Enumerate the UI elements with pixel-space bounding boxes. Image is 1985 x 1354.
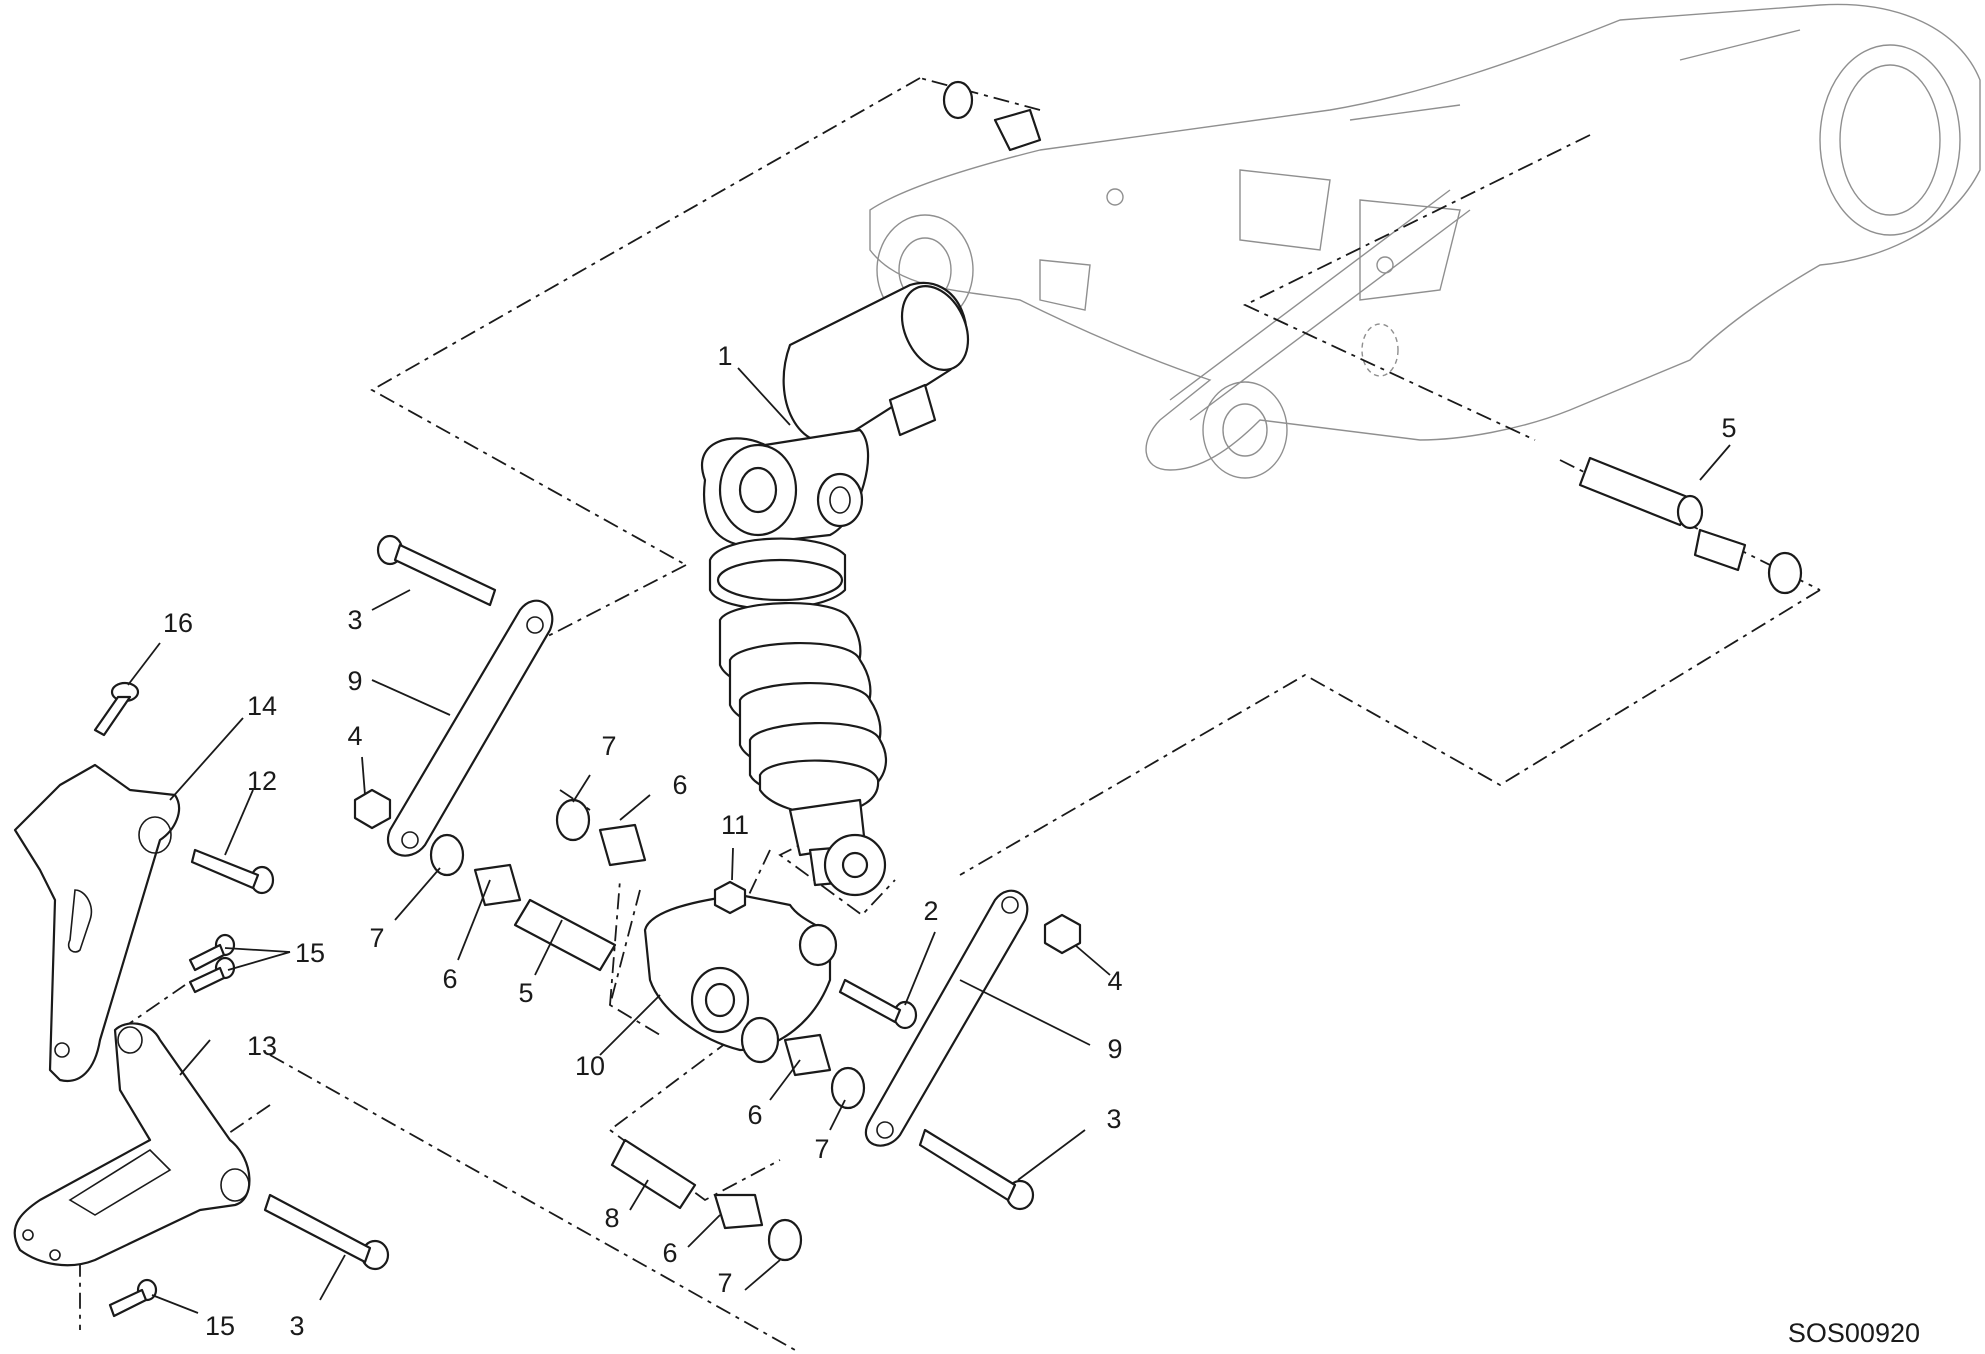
callout-14: 14: [247, 691, 277, 721]
nuts: [353, 788, 1082, 955]
bushings-and-seals: [429, 80, 1803, 1262]
bracket-13: [13, 1022, 251, 1267]
diagram-code: SOS00920: [1788, 1318, 1920, 1348]
callout-11: 11: [721, 810, 749, 840]
callout-9: 9: [347, 666, 362, 696]
callout-13: 13: [247, 1031, 277, 1061]
callout-7: 7: [601, 731, 616, 761]
tie-rods: [387, 599, 1029, 1147]
callout-16: 16: [163, 608, 193, 638]
callout-4: 4: [347, 721, 362, 751]
callout-15: 15: [205, 1311, 235, 1341]
callout-6: 6: [662, 1238, 677, 1268]
bolt-16: [93, 681, 140, 737]
bolt-15-c: [108, 1278, 158, 1318]
callout-15: 15: [295, 938, 325, 968]
bolt-2: [838, 978, 918, 1030]
callout-5: 5: [518, 978, 533, 1008]
bolt-15-a: [188, 933, 236, 972]
bolts: [93, 534, 1035, 1318]
rocker-linkage: [643, 893, 838, 1064]
callout-6: 6: [672, 770, 687, 800]
shock-absorber: [701, 281, 970, 897]
callout-9: 9: [1107, 1034, 1122, 1064]
callout-10: 10: [575, 1051, 605, 1081]
callout-3: 3: [1106, 1104, 1121, 1134]
leader-lines: [127, 367, 1731, 1314]
callout-4: 4: [1107, 966, 1122, 996]
callout-6: 6: [747, 1100, 762, 1130]
brackets: [13, 763, 251, 1267]
bolt-3-upper: [376, 534, 497, 607]
callout-2: 2: [923, 896, 938, 926]
callout-6: 6: [442, 964, 457, 994]
callout-12: 12: [247, 766, 277, 796]
bolt-3-right: [918, 1128, 1035, 1211]
callout-8: 8: [604, 1203, 619, 1233]
callout-7: 7: [717, 1268, 732, 1298]
callout-3: 3: [289, 1311, 304, 1341]
callout-1: 1: [717, 341, 732, 371]
bolt-3-lower: [263, 1193, 390, 1271]
callout-labels: 1 2 3 3 3 4 4 5 5 6 6 6 6 7 7 7 7 8 9 9 …: [163, 341, 1737, 1341]
callout-5: 5: [1721, 413, 1736, 443]
callout-7: 7: [369, 923, 384, 953]
callout-7: 7: [814, 1134, 829, 1164]
swingarm: [869, 3, 1981, 479]
bolt-12: [190, 848, 275, 895]
callout-3: 3: [347, 605, 362, 635]
